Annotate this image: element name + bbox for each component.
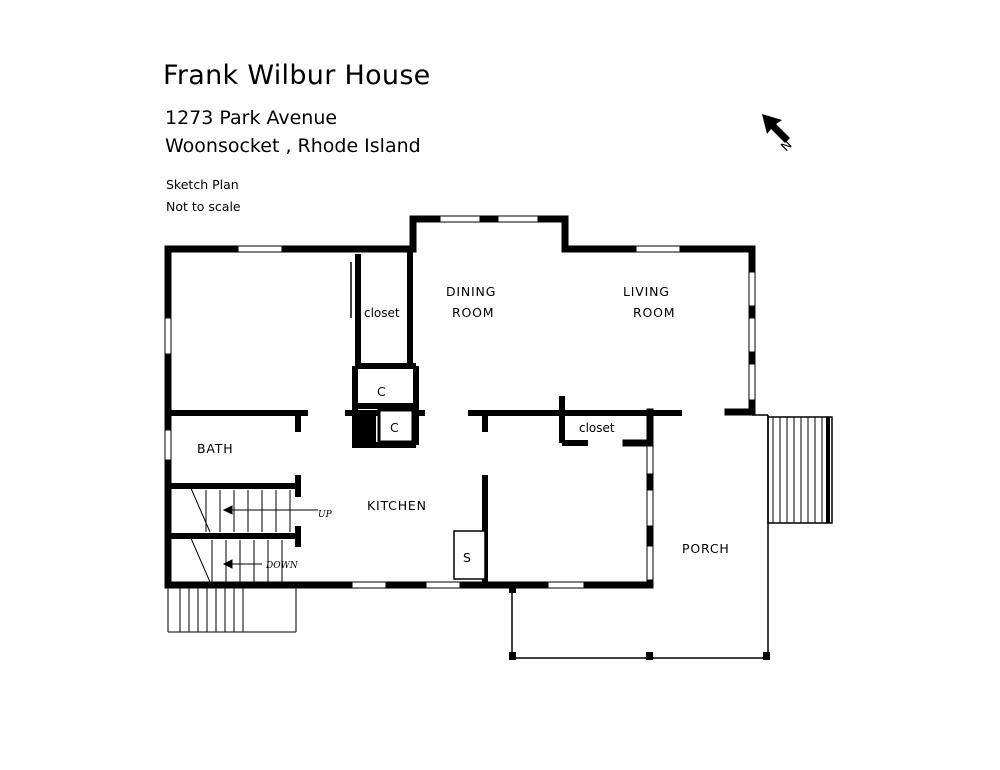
porch-label: PORCH xyxy=(682,541,730,556)
walls xyxy=(164,215,756,589)
living-room-label-line2: ROOM xyxy=(633,305,675,320)
kitchen-label: KITCHEN xyxy=(367,498,427,513)
exterior-steps-right xyxy=(767,416,833,524)
chimney-block xyxy=(352,410,376,448)
sink-label: S xyxy=(463,550,472,565)
stairs-up xyxy=(189,485,318,533)
chimney-label-lower: C xyxy=(390,420,400,435)
stair-up-label: UP xyxy=(318,510,333,520)
sink-box xyxy=(453,530,486,580)
windows xyxy=(164,215,756,589)
chimney-label-upper: C xyxy=(377,384,387,399)
note-sketch-plan: Sketch Plan xyxy=(166,177,239,192)
stairs-down xyxy=(189,535,283,583)
stair-down-label: DOWN xyxy=(265,561,299,571)
address-street: 1273 Park Avenue xyxy=(165,107,338,129)
page-title: Frank Wilbur House xyxy=(163,60,431,91)
note-not-to-scale: Not to scale xyxy=(166,199,241,214)
chimney-flue xyxy=(377,408,415,444)
north-arrow-icon: N xyxy=(762,114,795,154)
north-label: N xyxy=(778,136,796,154)
address-city: Woonsocket , Rhode Island xyxy=(165,135,421,157)
bath-label: BATH xyxy=(197,441,233,456)
dining-room-label-line1: DINING xyxy=(446,284,496,299)
closet-label-top: closet xyxy=(364,306,400,320)
interior-walls xyxy=(168,252,682,585)
porch-outline xyxy=(511,414,769,659)
closet-label-mid: closet xyxy=(579,421,615,435)
porch-posts xyxy=(509,585,770,660)
living-room-label-line1: LIVING xyxy=(623,284,670,299)
exterior-steps-left xyxy=(167,588,297,633)
dining-room-label-line2: ROOM xyxy=(452,305,494,320)
